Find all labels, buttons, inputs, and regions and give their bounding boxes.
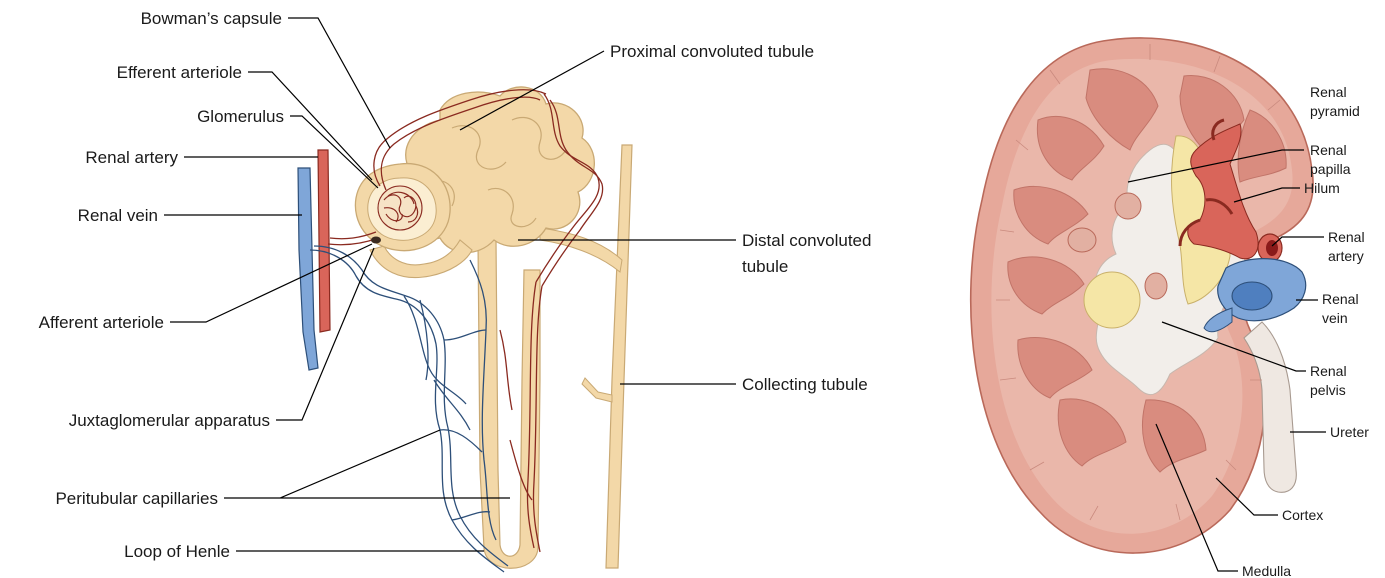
label-renal-artery-line1: Renal bbox=[1328, 229, 1365, 245]
connecting-tubule bbox=[540, 228, 622, 272]
label-renal-artery-line2: artery bbox=[1328, 248, 1364, 264]
nephron-leader-lines bbox=[164, 18, 736, 551]
label-efferent-arteriole: Efferent arteriole bbox=[117, 63, 242, 82]
collecting-tubule-shape bbox=[606, 145, 632, 568]
nephron-labels: Bowman’s capsule Efferent arteriole Glom… bbox=[39, 9, 872, 561]
label-renal-pelvis-line2: pelvis bbox=[1310, 382, 1346, 398]
label-renal-artery: Renal artery bbox=[85, 148, 178, 167]
label-hilum: Hilum bbox=[1304, 180, 1340, 196]
label-renal-pyramid-line2: pyramid bbox=[1310, 103, 1360, 119]
collecting-tubule-branch bbox=[582, 378, 612, 402]
nephron-diagram: Bowman’s capsule Efferent arteriole Glom… bbox=[39, 9, 872, 572]
label-cortex: Cortex bbox=[1282, 507, 1323, 523]
renal-vein-vessel bbox=[298, 168, 318, 370]
renal-artery-vessel bbox=[318, 150, 330, 332]
label-renal-papilla-line1: Renal bbox=[1310, 142, 1347, 158]
label-distal-convoluted-tubule-line1: Distal convoluted bbox=[742, 231, 871, 250]
label-glomerulus: Glomerulus bbox=[197, 107, 284, 126]
glomerulus-knot bbox=[378, 186, 422, 230]
label-medulla: Medulla bbox=[1242, 563, 1291, 578]
label-bowmans-capsule: Bowman’s capsule bbox=[141, 9, 282, 28]
kidney-diagram: Renal pyramid Renal papilla Hilum Renal … bbox=[971, 38, 1370, 578]
label-loop-of-henle: Loop of Henle bbox=[124, 542, 230, 561]
label-ureter: Ureter bbox=[1330, 424, 1369, 440]
label-afferent-arteriole: Afferent arteriole bbox=[39, 313, 164, 332]
label-proximal-convoluted-tubule: Proximal convoluted tubule bbox=[610, 42, 814, 61]
juxtaglomerular-apparatus-marker bbox=[371, 237, 381, 244]
label-renal-vein-line1: Renal bbox=[1322, 291, 1359, 307]
label-collecting-tubule: Collecting tubule bbox=[742, 375, 868, 394]
label-distal-convoluted-tubule-line2: tubule bbox=[742, 257, 788, 276]
label-peritubular-capillaries: Peritubular capillaries bbox=[55, 489, 218, 508]
label-renal-vein-line2: vein bbox=[1322, 310, 1348, 326]
label-renal-papilla-line2: papilla bbox=[1310, 161, 1351, 177]
label-renal-pelvis-line1: Renal bbox=[1310, 363, 1347, 379]
label-juxtaglomerular-apparatus: Juxtaglomerular apparatus bbox=[69, 411, 270, 430]
label-renal-vein: Renal vein bbox=[78, 206, 158, 225]
label-renal-pyramid-line1: Renal bbox=[1310, 84, 1347, 100]
